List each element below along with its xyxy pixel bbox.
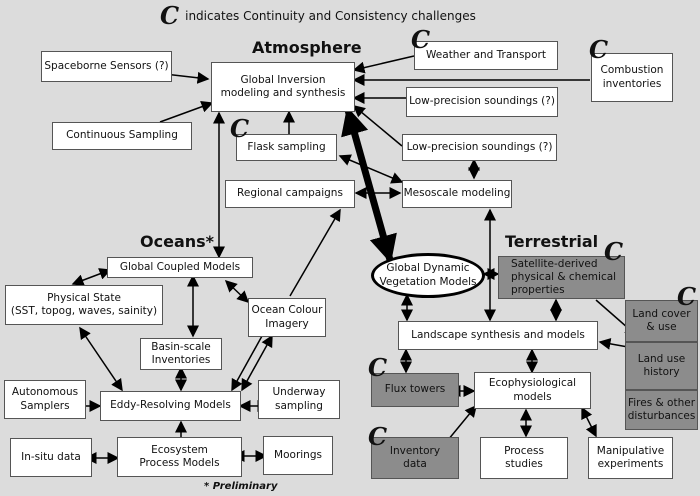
arrow-colour-eddy-2: [241, 334, 273, 392]
node-flux[interactable]: Flux towers: [371, 373, 459, 407]
node-manipulative[interactable]: Manipulative experiments: [588, 437, 673, 479]
legend: C indicates Continuity and Consistency c…: [160, 4, 476, 28]
arrow-flask-mesoscale: [338, 154, 404, 184]
arrow-inventory-ecophys: [447, 404, 477, 441]
c-marker-flux: C: [368, 353, 388, 382]
node-weather[interactable]: Weather and Transport: [414, 41, 558, 70]
c-marker-flask: C: [230, 114, 250, 143]
node-underway[interactable]: Underway sampling: [258, 380, 340, 419]
arrow-coupled-physical: [71, 268, 112, 286]
node-lowprec1[interactable]: Low-precision soundings (?): [406, 87, 558, 117]
node-inventory[interactable]: Inventory data: [371, 437, 459, 479]
node-flask[interactable]: Flask sampling: [236, 134, 337, 161]
section-oceans: Oceans*: [140, 232, 215, 251]
section-atmosphere: Atmosphere: [252, 38, 362, 57]
node-moorings[interactable]: Moorings: [263, 436, 333, 475]
node-mesoscale[interactable]: Mesoscale modeling: [402, 180, 512, 208]
section-terrestrial: Terrestrial: [505, 232, 599, 251]
arrow-weather-inversion: [352, 55, 415, 74]
node-autonomous[interactable]: Autonomous Samplers: [4, 380, 86, 419]
c-marker-weather: C: [411, 25, 431, 54]
node-gdvm[interactable]: Global Dynamic Vegetation Models: [371, 253, 485, 298]
c-marker-combustion: C: [589, 35, 609, 64]
c-marker-inventory: C: [368, 422, 388, 451]
arrow-colour-regional: [289, 208, 341, 297]
node-combustion[interactable]: Combustion inventories: [591, 53, 673, 102]
node-landscape[interactable]: Landscape synthesis and models: [398, 321, 598, 350]
node-satellite[interactable]: Satellite-derived physical & chemical pr…: [498, 256, 625, 299]
node-continuous[interactable]: Continuous Sampling: [52, 122, 192, 150]
node-process[interactable]: Process studies: [480, 437, 568, 479]
node-eddy[interactable]: Eddy-Resolving Models: [100, 391, 241, 421]
node-land-use[interactable]: Land use history: [625, 342, 698, 390]
node-insitu[interactable]: In-situ data: [10, 438, 92, 477]
node-ecosystem[interactable]: Ecosystem Process Models: [117, 437, 242, 477]
legend-text: indicates Continuity and Consistency cha…: [185, 9, 476, 23]
arrow-continuous-inversion: [159, 100, 214, 123]
arrow-physical-eddy: [79, 326, 123, 392]
arrow-inversion-gdvm-thick: [341, 106, 397, 264]
c-marker-land-cover: C: [677, 282, 697, 311]
footnote-preliminary: * Preliminary: [204, 481, 278, 492]
node-fires[interactable]: Fires & other disturbances: [625, 390, 698, 430]
node-basin[interactable]: Basin-scale Inventories: [140, 338, 222, 370]
node-spaceborne[interactable]: Spaceborne Sensors (?): [41, 51, 172, 82]
node-lowprec2[interactable]: Low-precision soundings (?): [402, 134, 557, 161]
node-global-inversion[interactable]: Global Inversion modeling and synthesis: [211, 62, 355, 112]
legend-symbol: C: [160, 1, 180, 30]
arrow-ecophys-manipulative: [581, 406, 597, 438]
c-marker-satellite: C: [604, 237, 624, 266]
arrow-landuse-landscape: [598, 337, 629, 350]
node-ecophys[interactable]: Ecophysiological models: [474, 372, 591, 409]
node-ocean-colour[interactable]: Ocean Colour Imagery: [248, 298, 326, 337]
node-physical-state[interactable]: Physical State (SST, topog, waves, saini…: [5, 285, 163, 325]
node-land-cover[interactable]: Land cover & use: [625, 300, 698, 342]
arrow-coupled-colour: [224, 279, 250, 304]
arrow-lowprec2-inversion: [352, 105, 403, 147]
node-regional[interactable]: Regional campaigns: [225, 180, 355, 208]
node-global-coupled[interactable]: Global Coupled Models: [107, 257, 253, 278]
